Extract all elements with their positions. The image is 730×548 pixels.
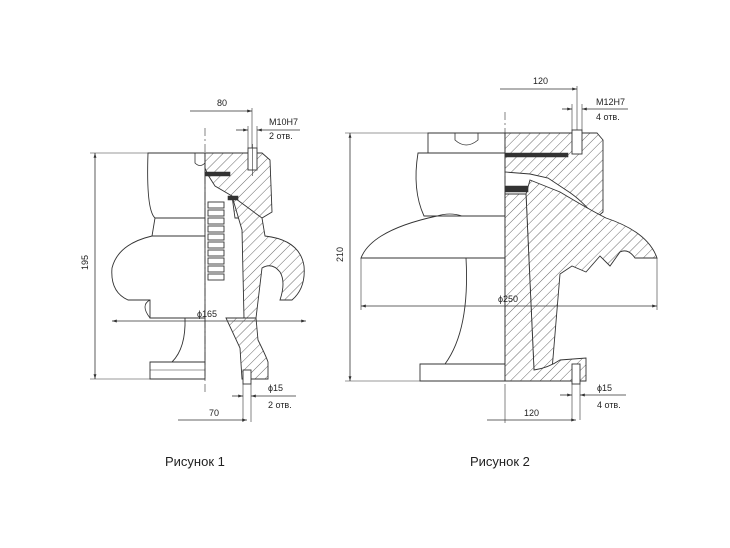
thread-callout-1: M10H7 2 отв. bbox=[236, 117, 300, 148]
figure-1: 195 ϕ165 80 M10H7 2 отв. bbox=[80, 98, 306, 469]
insulator-1-section bbox=[204, 144, 305, 380]
figure-2: 210 ϕ250 120 M12H7 4 отв. bbox=[335, 76, 658, 469]
thread-label: M10H7 bbox=[269, 117, 298, 127]
dim-top-label: 120 bbox=[533, 76, 548, 86]
thread-label: M12H7 bbox=[596, 97, 625, 107]
dim-diameter-2: ϕ250 bbox=[360, 258, 658, 310]
figure-2-caption: Рисунок 2 bbox=[470, 454, 530, 469]
dim-bottom-label: 70 bbox=[209, 408, 219, 418]
dim-top-label: 80 bbox=[217, 98, 227, 108]
dim-height-1: 195 bbox=[80, 152, 150, 380]
dim-height-2: 210 bbox=[335, 132, 428, 382]
dim-bottom-2: 120 bbox=[487, 392, 576, 423]
insulator-2-section bbox=[504, 129, 658, 382]
dim-top-1: 80 bbox=[190, 98, 253, 148]
dim-top-2: 120 bbox=[500, 76, 578, 130]
bottom-hole-label: ϕ15 bbox=[268, 383, 283, 393]
dim-bottom-1: 70 bbox=[178, 408, 247, 422]
thread-holes-label: 2 отв. bbox=[269, 131, 293, 141]
thread-callout-2: M12H7 4 отв. bbox=[562, 97, 628, 130]
figure-1-caption: Рисунок 1 bbox=[165, 454, 225, 469]
dim-bottom-label: 120 bbox=[524, 408, 539, 418]
bottom-hole-callout-2: ϕ15 4 отв. bbox=[560, 363, 626, 420]
dim-height-label: 210 bbox=[335, 247, 345, 262]
dim-diameter-label: ϕ165 bbox=[197, 309, 217, 319]
dim-diameter-label: ϕ250 bbox=[498, 294, 518, 304]
bottom-holes-label: 4 отв. bbox=[597, 400, 621, 410]
insulator-1-exterior bbox=[111, 152, 206, 380]
thread-holes-label: 4 отв. bbox=[596, 112, 620, 122]
bottom-holes-label: 2 отв. bbox=[268, 400, 292, 410]
thread-coils bbox=[207, 201, 225, 281]
dim-diameter-1: ϕ165 bbox=[112, 309, 306, 323]
bottom-hole-label: ϕ15 bbox=[597, 383, 612, 393]
insulator-2-exterior bbox=[360, 132, 506, 382]
bottom-hole-callout-1: ϕ15 2 отв. bbox=[232, 369, 296, 422]
dim-height-label: 195 bbox=[80, 255, 90, 270]
